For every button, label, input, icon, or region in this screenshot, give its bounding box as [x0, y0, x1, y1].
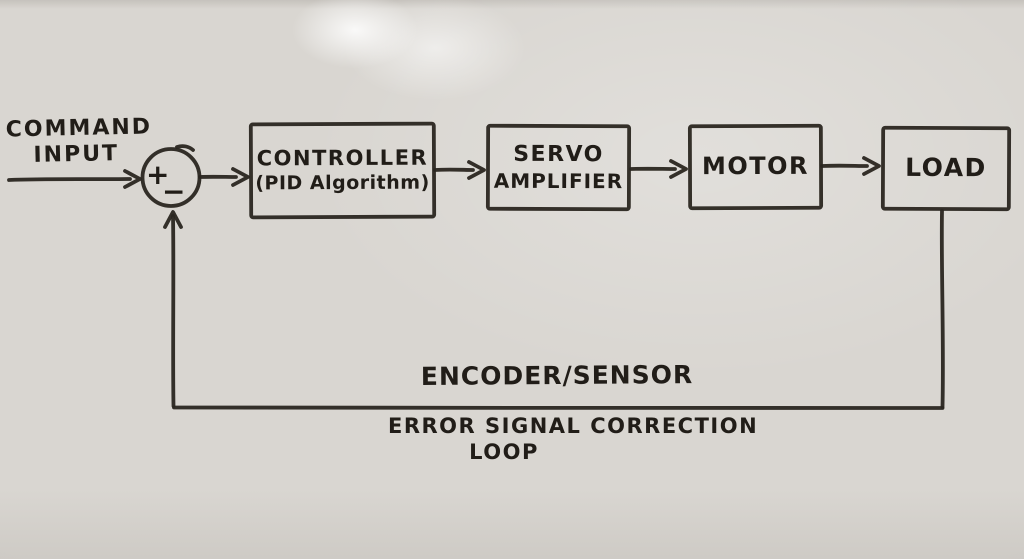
servo-amplifier-box — [485, 123, 632, 212]
circle-pen-hook — [175, 144, 195, 152]
motor-label: MOTOR — [701, 152, 810, 181]
controller-label-line1: CONTROLLER — [256, 145, 429, 171]
summing-minus-sign: − — [162, 175, 186, 208]
command-input-line2: INPUT — [33, 141, 120, 169]
controller-block: CONTROLLER (PID Algorithm) — [250, 123, 435, 219]
servo-amplifier-label-line2: AMPLIFIER — [493, 168, 624, 194]
encoder-sensor-label: ENCODER/SENSOR — [420, 360, 694, 391]
arrow-to-servo-head — [467, 160, 486, 180]
caption-line1: ERROR SIGNAL CORRECTION — [388, 414, 759, 438]
input-arrow-line — [7, 177, 132, 182]
feedback-arrowhead — [163, 210, 183, 229]
feedback-line-horizontal — [172, 405, 945, 411]
controller-label-line2: (PID Algorithm) — [255, 171, 430, 195]
arrow-to-controller-head — [231, 167, 250, 187]
arrow-to-motor-head — [669, 159, 688, 179]
servo-amplifier-block: SERVO AMPLIFIER — [487, 125, 630, 210]
arrow-to-load-head — [862, 156, 881, 176]
feedback-line-up — [171, 214, 176, 408]
load-block: LOAD — [882, 127, 1010, 211]
motor-block: MOTOR — [689, 125, 822, 209]
servo-amplifier-label-line1: SERVO — [513, 141, 604, 168]
command-input-label: COMMAND INPUT — [5, 114, 153, 171]
command-input-line1: COMMAND — [5, 114, 153, 143]
load-box — [880, 125, 1012, 212]
feedback-line-down — [939, 209, 945, 409]
load-label: LOAD — [905, 152, 987, 183]
summing-plus-sign: + — [146, 158, 170, 191]
input-arrowhead — [123, 169, 142, 189]
caption-line2: LOOP — [469, 440, 539, 464]
